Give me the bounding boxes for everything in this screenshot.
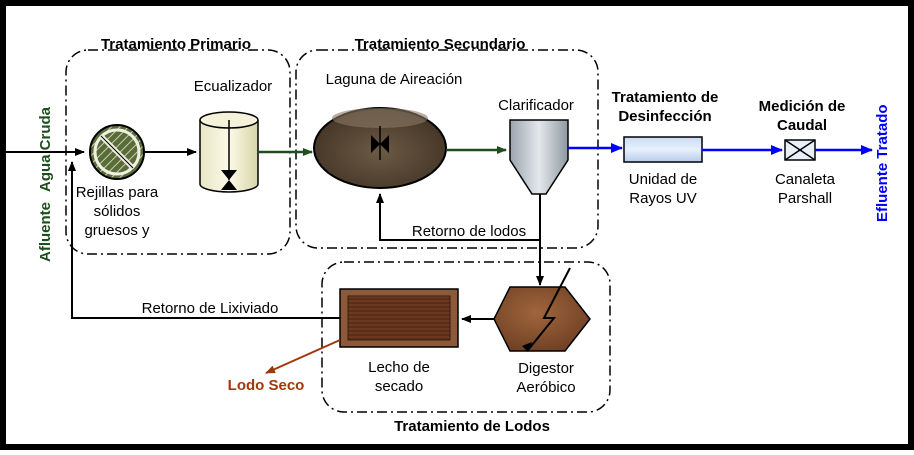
screens-icon xyxy=(89,124,145,180)
drying-bed-icon xyxy=(339,288,459,348)
influent-label: Afluente Agua Cruda xyxy=(37,106,54,262)
clarifier-label: Clarificador xyxy=(498,97,574,114)
lagoon-label: Laguna de Aireación xyxy=(326,71,463,88)
parshall-label-line1: Canaleta xyxy=(775,171,836,188)
digester-label-line1: Digestor xyxy=(518,360,574,377)
sludge-return-arrow xyxy=(376,193,541,241)
uv-unit-icon xyxy=(623,136,703,163)
leachate-return-label: Retorno de Lixiviado xyxy=(142,300,279,317)
drying-bed-label-line2: secado xyxy=(375,378,423,395)
screens-label-line2: sólidos xyxy=(94,203,141,220)
aeration-lagoon-icon xyxy=(313,107,447,189)
equalizer-label: Ecualizador xyxy=(194,78,272,95)
digester-label-line2: Aeróbico xyxy=(516,379,575,396)
equalizer-tank-icon xyxy=(199,111,259,193)
sludge-treatment-title: Tratamiento de Lodos xyxy=(394,418,550,435)
secondary-treatment-title: Tratamiento Secundario xyxy=(355,36,526,53)
uv-label-line1: Unidad de xyxy=(629,171,697,188)
sludge-return-label: Retorno de lodos xyxy=(412,223,526,240)
disinfection-title-line1: Tratamiento de xyxy=(612,89,719,106)
screens-label-line1: Rejillas para xyxy=(76,184,159,201)
disinfection-title-line2: Desinfección xyxy=(618,108,711,125)
aerobic-digester-icon xyxy=(493,267,591,352)
leachate-return-arrow xyxy=(68,161,340,319)
parshall-flume-icon xyxy=(784,139,816,161)
sludge-treatment-box xyxy=(321,261,611,413)
dry-sludge-label: Lodo Seco xyxy=(228,377,305,394)
parshall-label-line2: Parshall xyxy=(778,190,832,207)
primary-treatment-title: Tratamiento Primario xyxy=(101,36,251,53)
drying-bed-label-line1: Lecho de xyxy=(368,359,430,376)
screens-label-line3: gruesos y xyxy=(84,222,150,239)
flow-measurement-title-line1: Medición de xyxy=(759,98,846,115)
influent-label-part1: Afluente xyxy=(37,202,54,262)
dry-sludge-arrow xyxy=(265,339,341,374)
uv-label-line2: Rayos UV xyxy=(629,190,697,207)
effluent-label: Efluente Tratado xyxy=(874,104,891,222)
flow-measurement-title-line2: Caudal xyxy=(777,117,827,134)
influent-label-part2: Agua Cruda xyxy=(37,106,54,192)
clarifier-icon xyxy=(509,119,569,195)
